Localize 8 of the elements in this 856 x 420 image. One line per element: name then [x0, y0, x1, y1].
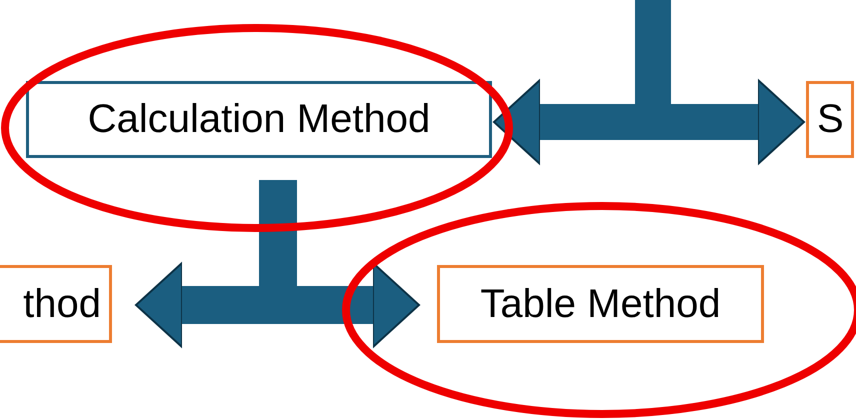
box-label: S: [816, 97, 845, 142]
method-box: [0, 265, 112, 343]
method-box: [437, 265, 764, 343]
method-box: [26, 81, 492, 158]
method-box: [806, 81, 854, 158]
box-label: Calculation Method: [86, 97, 432, 142]
box-label: thod: [22, 282, 102, 326]
box-label: Table Method: [479, 282, 722, 326]
